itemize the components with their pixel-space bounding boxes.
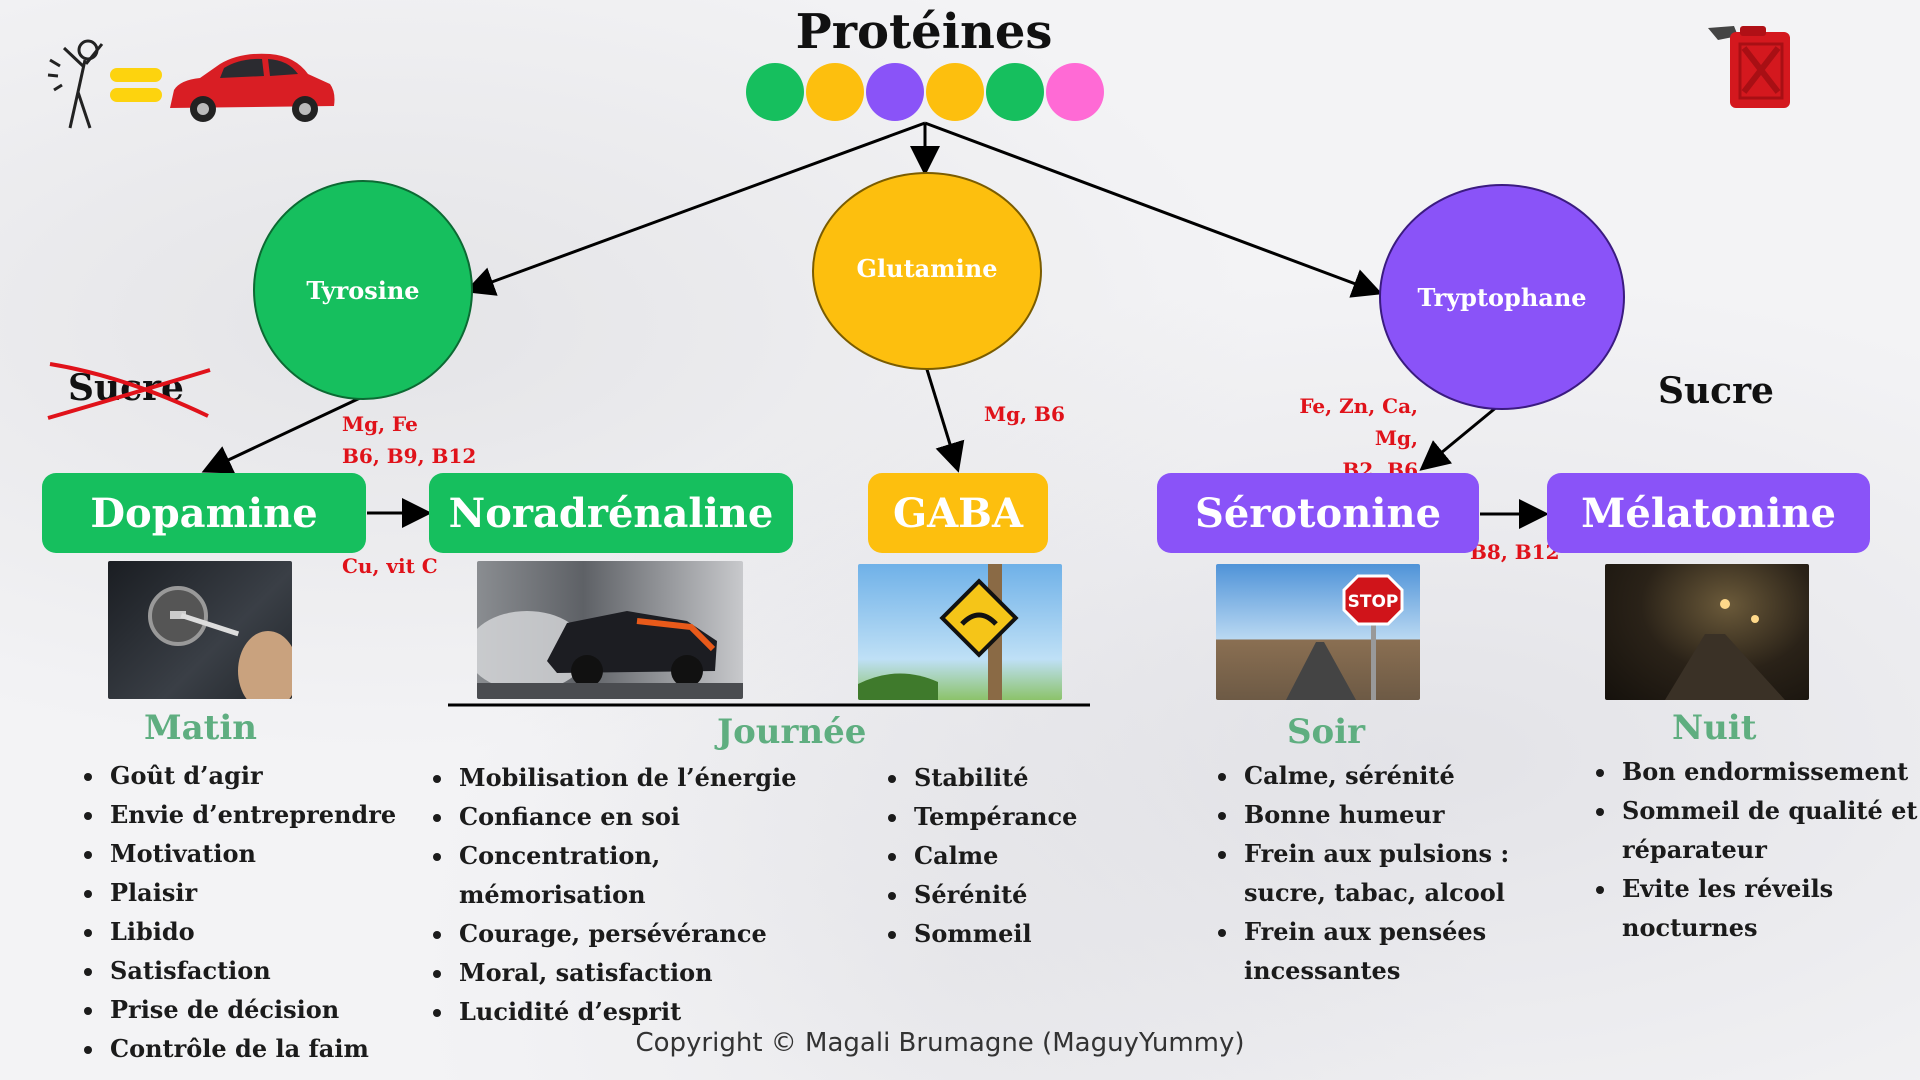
glutamine-circle: Glutamine	[812, 172, 1042, 370]
journee-right-list-item: Stabilité	[910, 758, 1130, 797]
matin-list-item: Prise de décision	[106, 990, 426, 1029]
red-cross-mark	[47, 362, 211, 420]
matin-list-item: Contrôle de la faim	[106, 1029, 426, 1068]
protein-dot-1	[746, 63, 804, 121]
person-equals-car-icon	[40, 30, 340, 135]
stop-sign-text: STOP	[1348, 592, 1399, 612]
period-journee: Journée	[717, 712, 867, 752]
equals-sign-bottom	[110, 88, 162, 102]
tryptophane-circle: Tryptophane	[1379, 184, 1625, 410]
protein-dot-3	[866, 63, 924, 121]
car-ignition-key-image	[108, 561, 292, 699]
arrow-proteins-tyrosine	[464, 121, 926, 296]
protein-dot-2	[806, 63, 864, 121]
tryptophane-label: Tryptophane	[1417, 282, 1587, 312]
tyrosine-circle: Tyrosine	[253, 180, 473, 400]
person-icon	[47, 39, 104, 129]
journee-right-list-item: Sérénité	[910, 875, 1130, 914]
cofactor-glutamine-gaba: Mg, B6	[984, 402, 1065, 426]
fuel-can-icon	[1700, 22, 1796, 110]
nuit-effects-list: Bon endormissementSommeil de qualité et …	[1592, 752, 1918, 947]
journee-left-list-item: Confiance en soi	[455, 797, 855, 836]
matin-list-item: Libido	[106, 912, 426, 951]
journee-gaba-list: StabilitéTempéranceCalmeSérénitéSommeil	[884, 758, 1130, 953]
cofactor-serotonine-melatonine: B8, B12	[1470, 540, 1560, 564]
noradrenaline-label: Noradrénaline	[448, 489, 774, 537]
noradrenaline-box: Noradrénaline	[429, 473, 793, 553]
speed-bump-sign-image	[858, 564, 1062, 700]
soir-list-item: Frein aux pulsions : sucre, tabac, alcoo…	[1240, 834, 1530, 912]
journee-left-list-item: Moral, satisfaction	[455, 953, 855, 992]
page-title: Protéines	[795, 4, 1053, 60]
melatonine-box: Mélatonine	[1547, 473, 1870, 553]
journee-right-list-item: Calme	[910, 836, 1130, 875]
soir-list-item: Frein aux pensées incessantes	[1240, 912, 1530, 990]
soir-list-item: Bonne humeur	[1240, 795, 1530, 834]
matin-list-item: Motivation	[106, 834, 426, 873]
serotonine-label: Sérotonine	[1194, 489, 1442, 537]
drifting-race-car-image	[477, 561, 743, 699]
protein-dot-5	[986, 63, 1044, 121]
glutamine-label: Glutamine	[856, 253, 998, 283]
soir-effects-list: Calme, sérénitéBonne humeurFrein aux pul…	[1214, 756, 1530, 990]
journee-right-list-item: Sommeil	[910, 914, 1130, 953]
period-nuit: Nuit	[1672, 708, 1757, 748]
nuit-list-item: Sommeil de qualité et réparateur	[1618, 791, 1918, 869]
cofactor-dopamine-noradrenaline: Cu, vit C	[342, 554, 438, 578]
journee-left-list-item: Courage, persévérance	[455, 914, 855, 953]
car-icon	[170, 53, 335, 122]
nuit-list-item: Bon endormissement	[1618, 752, 1918, 791]
cofactor-tyrosine-dopamine: Mg, Fe B6, B9, B12	[342, 412, 477, 468]
dopamine-box: Dopamine	[42, 473, 366, 553]
period-soir: Soir	[1287, 712, 1366, 752]
arrow-tryptophane-serotonine	[1419, 404, 1499, 471]
journee-noradrenaline-list: Mobilisation de l’énergieConfiance en so…	[429, 758, 855, 1031]
arrow-tyrosine-dopamine	[201, 396, 361, 474]
night-street-image	[1605, 564, 1809, 700]
tyrosine-label: Tyrosine	[306, 275, 420, 305]
arrow-glutamine-gaba	[923, 362, 965, 473]
gaba-box: GABA	[868, 473, 1048, 553]
soir-list-item: Calme, sérénité	[1240, 756, 1530, 795]
nuit-list-item: Evite les réveils nocturnes	[1618, 869, 1918, 947]
dopamine-label: Dopamine	[90, 489, 318, 537]
matin-effects-list: Goût d’agirEnvie d’entreprendreMotivatio…	[80, 756, 426, 1068]
journee-left-list-item: Lucidité d’esprit	[455, 992, 855, 1031]
copyright-text: Copyright © Magali Brumagne (MaguyYummy)	[635, 1028, 1245, 1058]
journee-left-list-item: Mobilisation de l’énergie	[455, 758, 855, 797]
protein-dot-4	[926, 63, 984, 121]
matin-list-item: Envie d’entreprendre	[106, 795, 426, 834]
sucre-crossed-label: Sucre	[68, 367, 184, 409]
matin-list-item: Goût d’agir	[106, 756, 426, 795]
stop-sign-road-image: STOP	[1216, 564, 1420, 700]
matin-list-item: Satisfaction	[106, 951, 426, 990]
sucre-label-right: Sucre	[1658, 370, 1774, 412]
journee-left-list-item: Concentration, mémorisation	[455, 836, 855, 914]
journee-right-list-item: Tempérance	[910, 797, 1130, 836]
melatonine-label: Mélatonine	[1581, 489, 1836, 537]
serotonine-box: Sérotonine	[1157, 473, 1479, 553]
period-matin: Matin	[144, 708, 258, 748]
protein-dot-6	[1046, 63, 1104, 121]
cofactor-tryptophane-serotonine: Fe, Zn, Ca, Mg, B2, B6	[1299, 394, 1418, 482]
gaba-label: GABA	[892, 489, 1024, 537]
equals-sign-top	[110, 68, 162, 82]
matin-list-item: Plaisir	[106, 873, 426, 912]
arrow-proteins-tryptophane	[924, 121, 1383, 298]
